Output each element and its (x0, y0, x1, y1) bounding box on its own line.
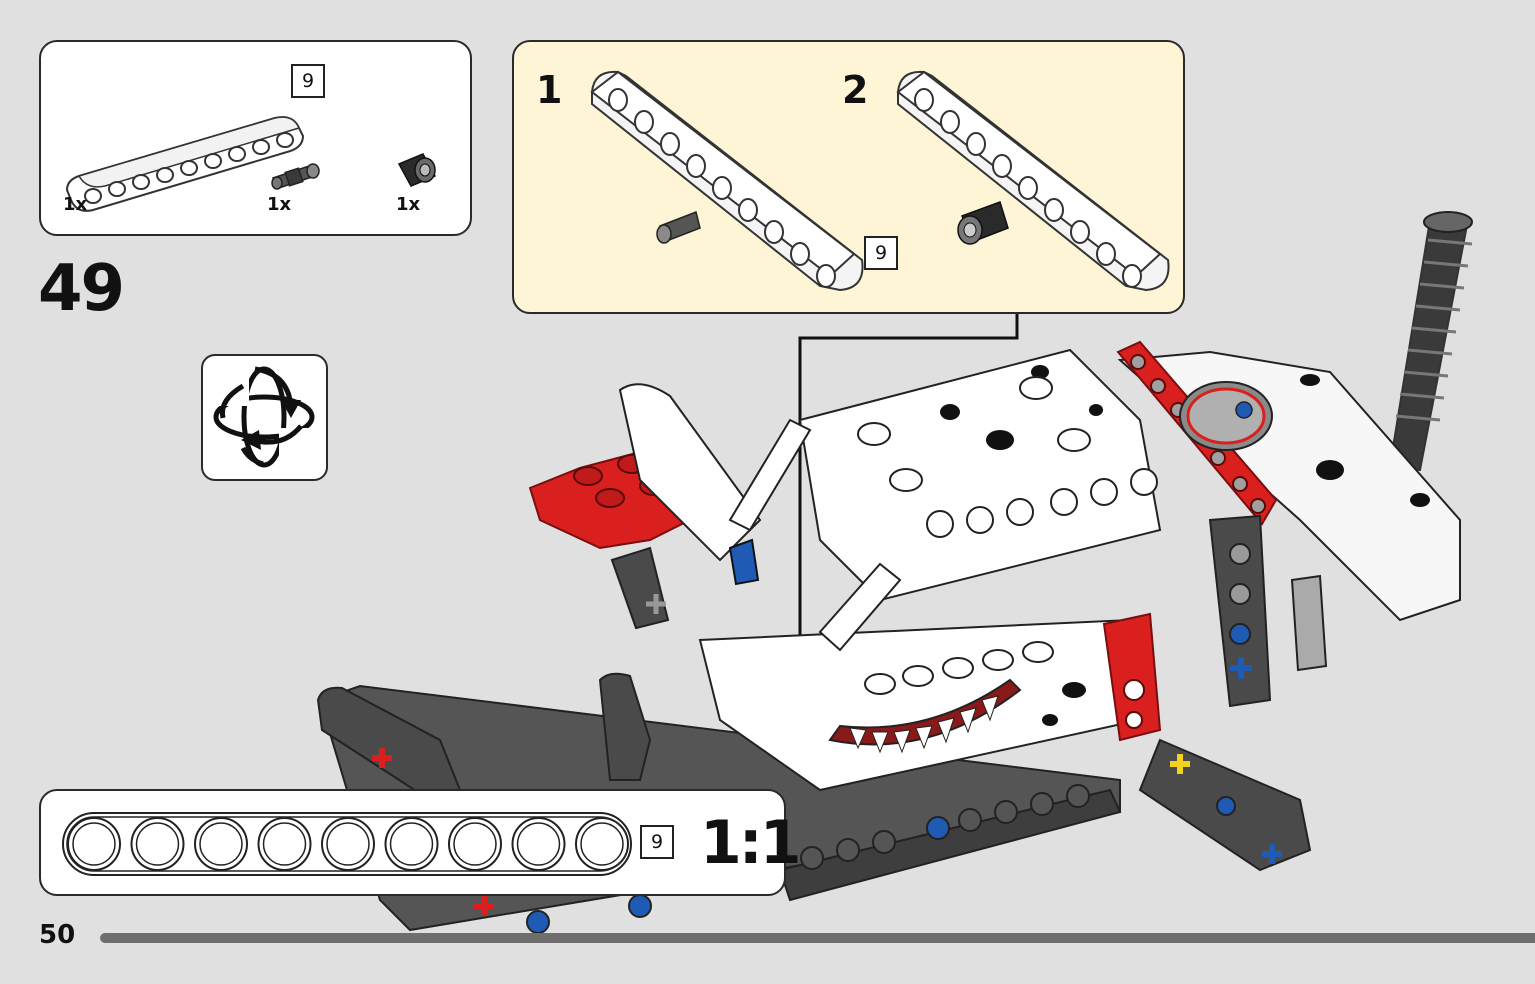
rotate-model-icon (201, 354, 328, 481)
parts-list-panel: 9 1x 1x 1x (39, 40, 472, 236)
bush-qty: 1x (396, 194, 421, 215)
scale-hole (67, 817, 121, 871)
progress-bar (100, 933, 1535, 943)
substep-1-beam (590, 70, 864, 292)
page-number: 50 (39, 920, 76, 950)
bush-icon (397, 153, 437, 187)
scale-hole-inner (580, 822, 624, 866)
scale-label: 1:1 (700, 808, 801, 878)
scale-hole (384, 817, 439, 871)
scale-hole-inner (135, 822, 180, 866)
scale-hole-inner (72, 822, 116, 866)
substep-1-number: 1 (536, 68, 563, 112)
scale-hole-inner (516, 822, 561, 866)
scale-hole (194, 817, 248, 871)
scale-hole-inner (389, 822, 434, 866)
scale-reference-panel: 9 (39, 789, 786, 896)
scale-hole-inner (326, 822, 370, 866)
scale-hole (257, 817, 312, 871)
scale-hole (321, 817, 375, 871)
scale-hole (448, 817, 502, 871)
scale-length-tag: 9 (640, 825, 674, 859)
scale-holes (67, 817, 629, 871)
step-number: 49 (38, 252, 125, 326)
substep-1-length-tag: 9 (864, 236, 898, 270)
scale-hole (511, 817, 566, 871)
scale-hole-inner (453, 822, 497, 866)
scale-hole-inner (262, 822, 307, 866)
subassembly-panel: 1 2 9 (512, 40, 1185, 314)
pin-qty: 1x (267, 194, 292, 215)
beam-qty: 1x (63, 194, 88, 215)
scale-hole (575, 817, 629, 871)
substep-2-beam (896, 70, 1170, 292)
scale-hole-inner (199, 822, 243, 866)
pin-connector-icon (271, 163, 320, 190)
scale-hole (130, 817, 185, 871)
beam-9-icon (65, 116, 305, 212)
beam-length-tag: 9 (291, 64, 325, 98)
substep-2-number: 2 (842, 68, 869, 112)
